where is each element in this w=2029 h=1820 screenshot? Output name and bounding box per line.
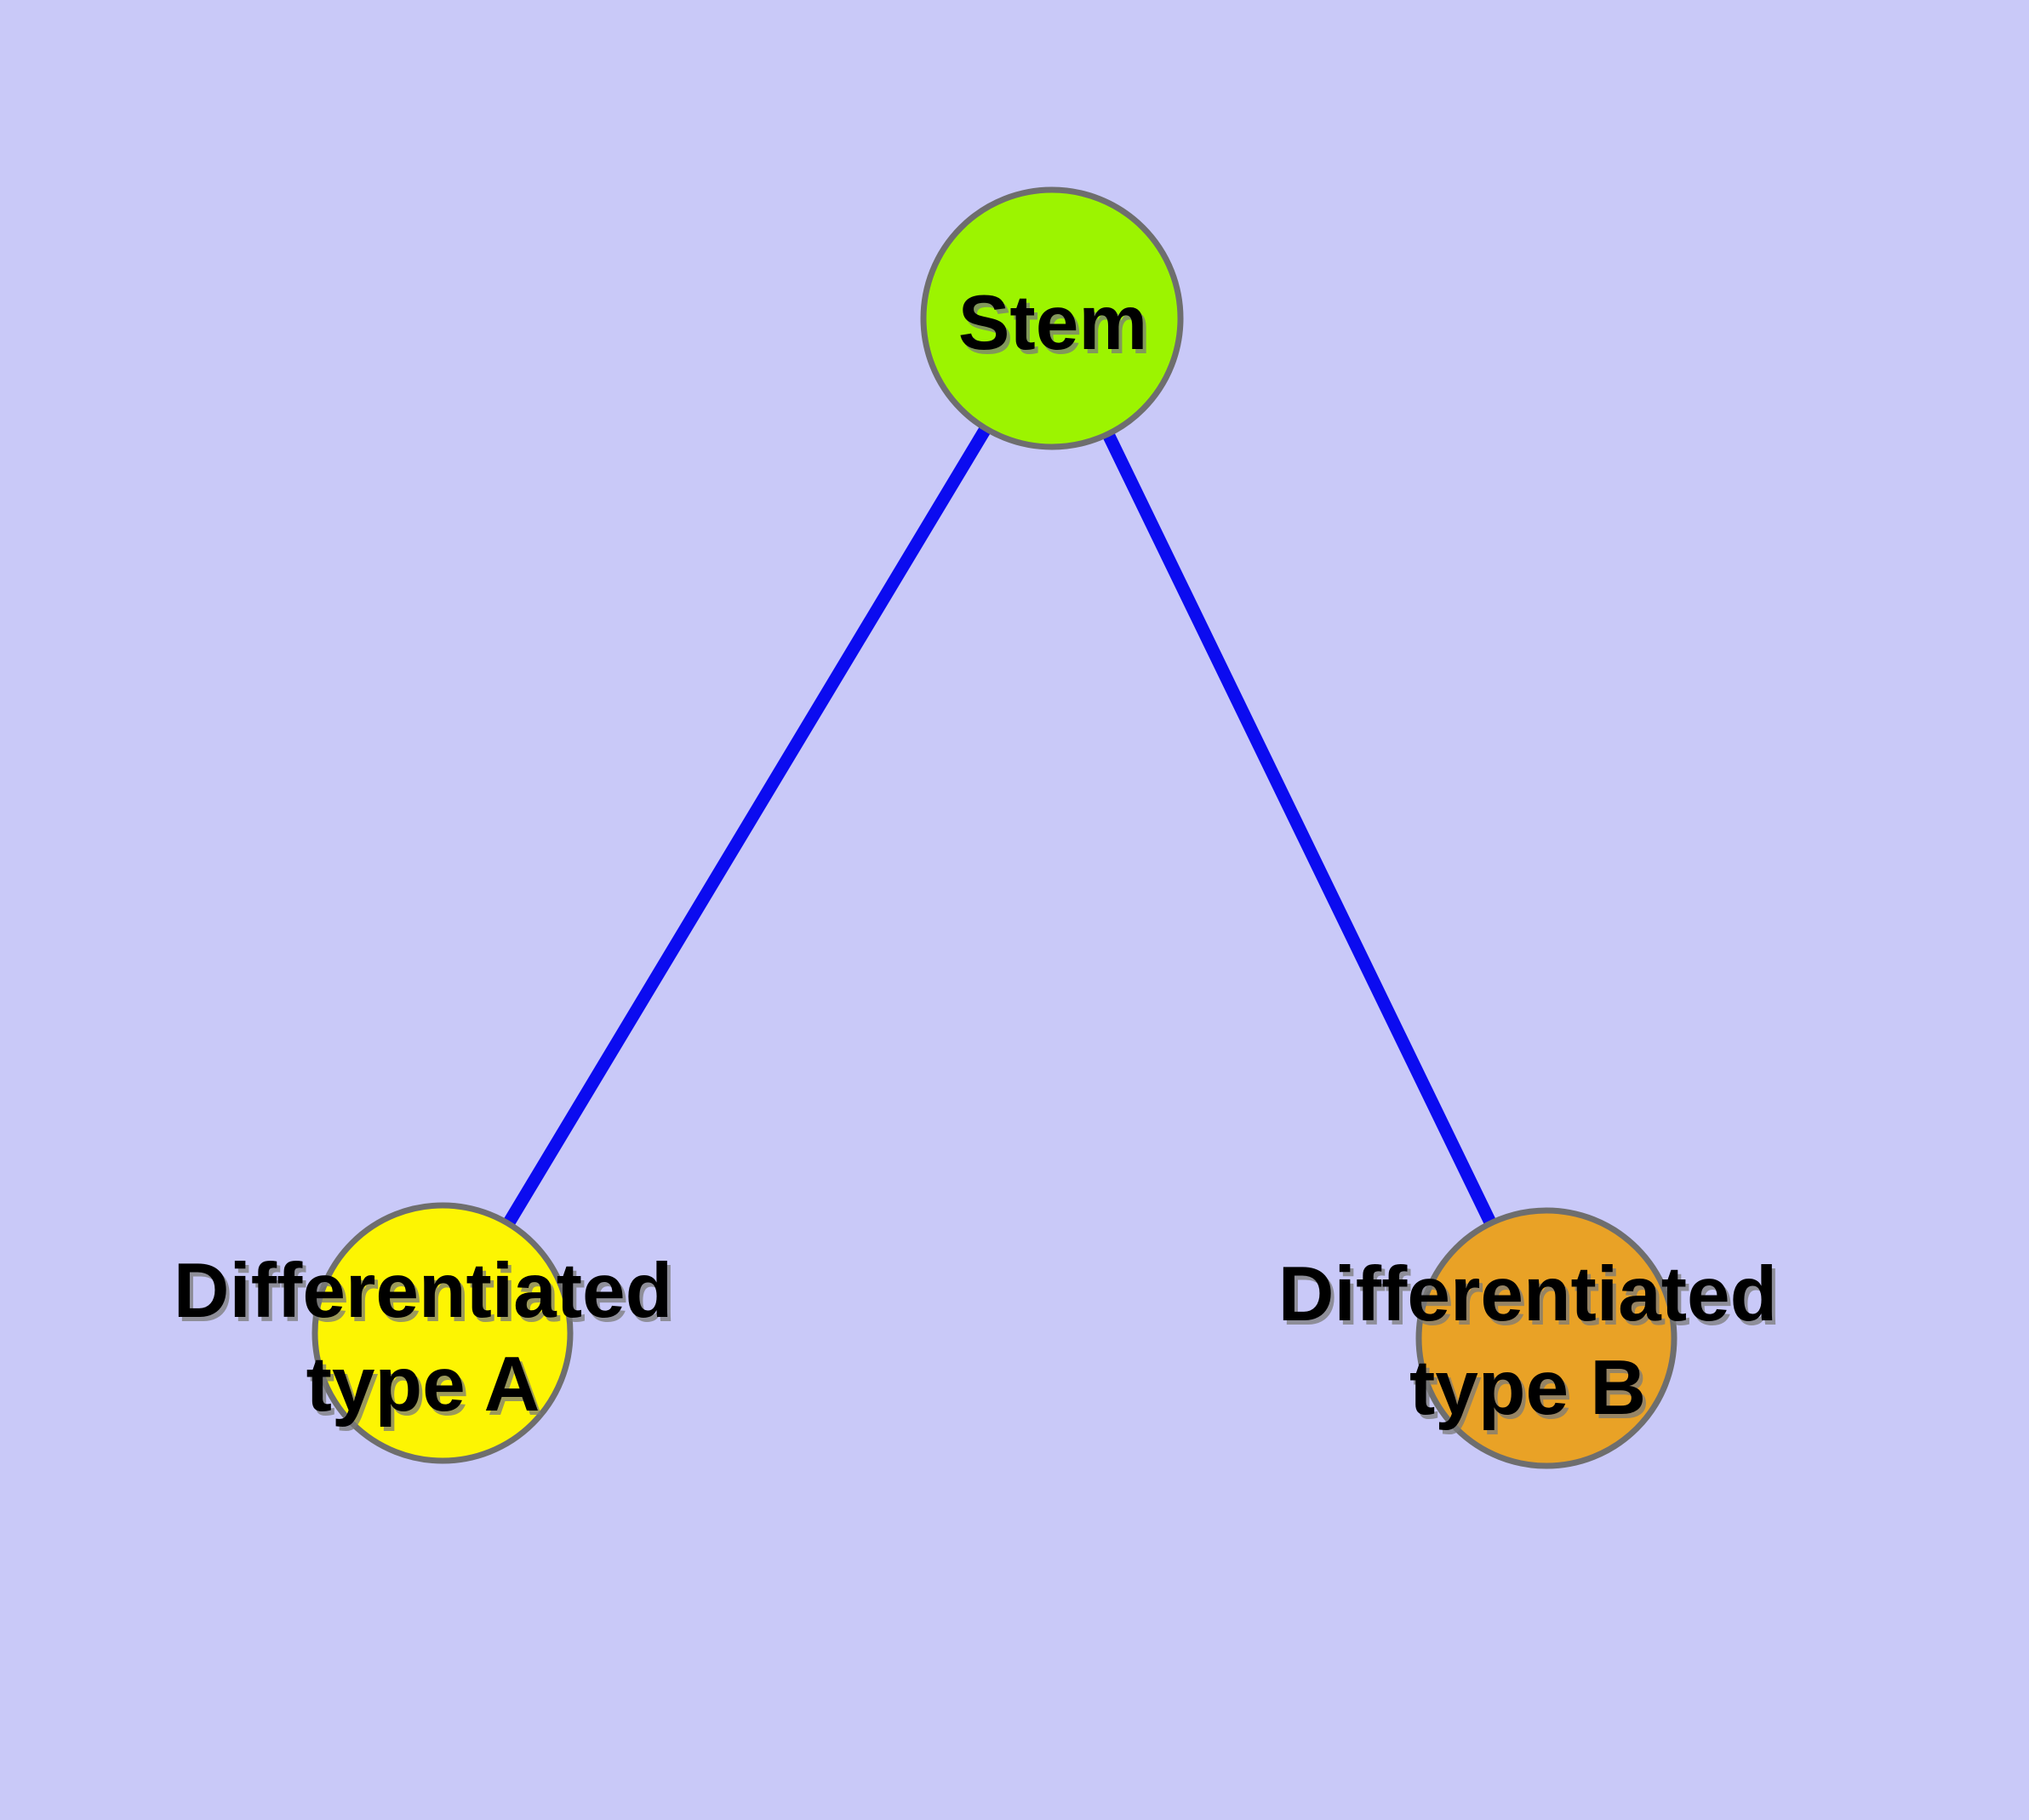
node-type-a-label-line1: Differentiated	[174, 1248, 673, 1334]
node-type-b-label-line2: type B	[1409, 1345, 1646, 1431]
node-type-a-label-line1-shadow: Differentiated	[177, 1252, 677, 1338]
node-stem-label: Stem	[958, 280, 1148, 366]
node-stem: Stem Stem	[920, 186, 1184, 450]
edge-stem-to-type-a	[437, 315, 1058, 1336]
node-type-b-circle	[1415, 1207, 1677, 1469]
node-type-b-label-line1-shadow: Differentiated	[1282, 1256, 1781, 1342]
node-type-b-label-line2-shadow: type B	[1413, 1349, 1649, 1435]
edge-stem-to-type-b	[1046, 315, 1552, 1342]
node-type-a-circle	[311, 1202, 574, 1464]
node-type-b-label-line1: Differentiated	[1278, 1251, 1778, 1337]
node-stem-label-shadow: Stem	[962, 284, 1152, 370]
node-stem-circle	[920, 186, 1184, 450]
node-differentiated-type-a: Differentiated Differentiated type A typ…	[174, 1202, 677, 1464]
node-differentiated-type-b: Differentiated Differentiated type B typ…	[1278, 1207, 1781, 1469]
node-type-a-label-line2-shadow: type A	[310, 1346, 544, 1432]
node-type-a-label-line2: type A	[306, 1342, 540, 1428]
